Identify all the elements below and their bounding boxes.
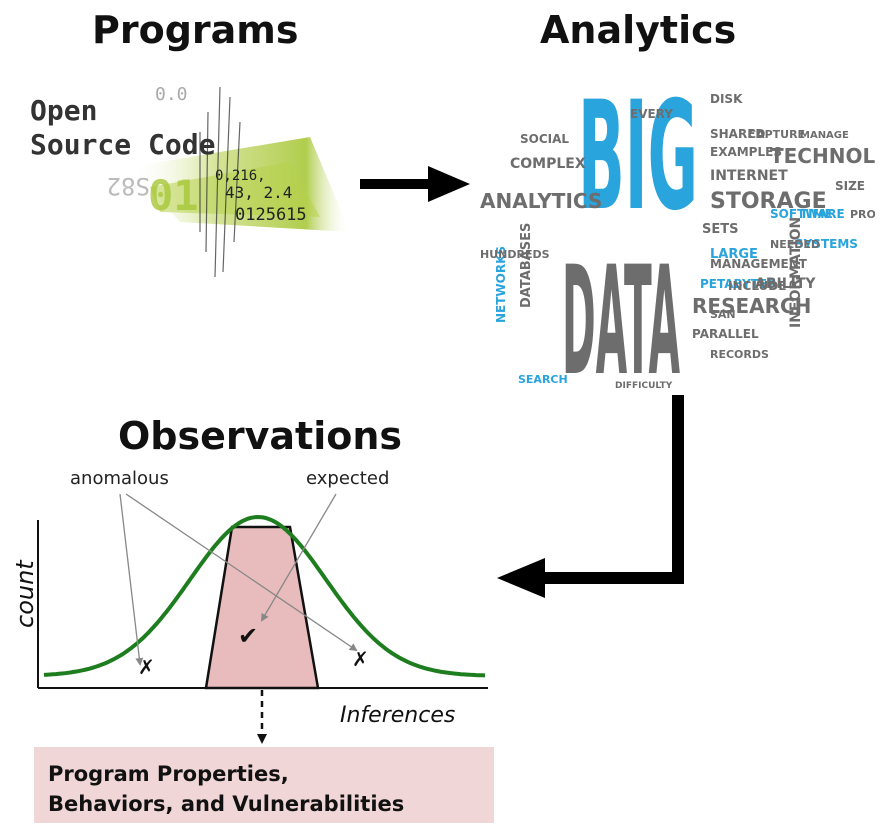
anomalous-pointer-right xyxy=(125,493,358,652)
big-word: BIG xyxy=(578,70,698,244)
cloud-word: EVERY xyxy=(630,107,673,121)
big-data-word-cloud: BIG DATA ANALYTICS STORAGE TECHNOLOGIESINT… xyxy=(470,58,875,388)
cloud-word: SIZE xyxy=(835,179,865,193)
y-axis-label: count xyxy=(11,559,39,628)
distribution-chart: count Inferences anomalous expected ✔ ✗ … xyxy=(11,468,488,728)
cloud-word: TIME xyxy=(800,207,833,221)
open-label: Open xyxy=(30,94,97,127)
open-source-code-image: Open Source Code 0,216, 43, 2.4 0125615 … xyxy=(10,82,360,282)
cloud-word: NETWORKS xyxy=(494,246,508,323)
cloud-word: TECHNOLOGIES xyxy=(770,144,875,168)
anomalous-pointer-left xyxy=(119,493,144,666)
cloud-word: STORAGE xyxy=(710,189,827,214)
open-source-code-graphic: Open Source Code 0,216, 43, 2.4 0125615 … xyxy=(10,82,360,282)
cloud-word: DISK xyxy=(710,92,743,106)
x-mark-icon-right: ✗ xyxy=(352,647,369,671)
cloud-word: SOCIAL xyxy=(520,132,569,146)
code-fragment-4: S82 xyxy=(107,172,150,200)
bell-curve xyxy=(43,514,486,678)
analytics-title: Analytics xyxy=(540,8,737,52)
cloud-word: NEEDED xyxy=(770,238,820,251)
code-fragment-3: 0125615 xyxy=(235,205,307,225)
cloud-word: MANAGEMENT xyxy=(710,257,808,271)
source-code-label: Source Code xyxy=(30,128,215,161)
cloud-word: INFORMATION xyxy=(788,217,804,328)
code-fragment-5: 0.0 xyxy=(155,84,188,105)
arrow-programs-to-analytics xyxy=(360,166,470,202)
cloud-word: SOFTWARE xyxy=(770,207,845,221)
cloud-word: EXAMPLES xyxy=(710,145,782,159)
cloud-word: DIFFICULTY xyxy=(615,381,673,388)
cloud-word: MANAGE xyxy=(800,130,849,141)
word-cloud-graphic: BIG DATA ANALYTICS STORAGE TECHNOLOGIESINT… xyxy=(480,70,875,388)
cloud-word: ANALYTICS xyxy=(480,189,602,213)
cloud-word: SETS xyxy=(702,222,738,237)
cloud-word: PROCESS xyxy=(850,208,875,221)
observations-title: Observations xyxy=(118,414,403,458)
x-mark-icon-left: ✗ xyxy=(138,655,155,679)
code-fragment-6: 01 xyxy=(148,171,199,220)
cloud-word: SEARCH xyxy=(518,373,568,386)
cloud-word: DATABASES xyxy=(519,223,534,308)
cloud-word: COMPLEX xyxy=(510,156,586,172)
cloud-word: ABILITY xyxy=(755,276,816,292)
cloud-word: SYSTEMS xyxy=(795,237,858,251)
expected-pointer xyxy=(260,493,337,622)
cloud-word: HUNDREDS xyxy=(480,248,550,261)
arrow-analytics-to-observations xyxy=(497,395,684,598)
cloud-word: RECORDS xyxy=(710,348,769,361)
cloud-word: CAPTURE xyxy=(748,128,805,141)
cloud-word: RESEARCH xyxy=(692,294,811,318)
cloud-word: SAN xyxy=(710,308,736,321)
x-axis-label: Inferences xyxy=(340,703,455,728)
check-mark-icon: ✔ xyxy=(238,622,258,650)
result-box: Program Properties, Behaviors, and Vulne… xyxy=(34,747,494,823)
expected-label: expected xyxy=(306,468,389,489)
data-word: DATA xyxy=(562,235,680,388)
cloud-word: INCLUDE xyxy=(728,279,786,293)
anomalous-label: anomalous xyxy=(70,468,169,489)
code-fragment-2: 43, 2.4 xyxy=(225,183,292,202)
cloud-word: LARGE xyxy=(710,247,758,262)
result-text: Program Properties, Behaviors, and Vulne… xyxy=(48,762,405,816)
expected-region xyxy=(204,525,320,690)
cloud-word: PARALLEL xyxy=(692,327,759,341)
cloud-word: SHARED xyxy=(710,127,765,141)
cloud-word: PETABYTES xyxy=(700,277,776,291)
code-fragment-1: 0,216, xyxy=(215,168,266,184)
cloud-word: INTERNET xyxy=(710,168,788,184)
programs-title: Programs xyxy=(92,8,299,52)
